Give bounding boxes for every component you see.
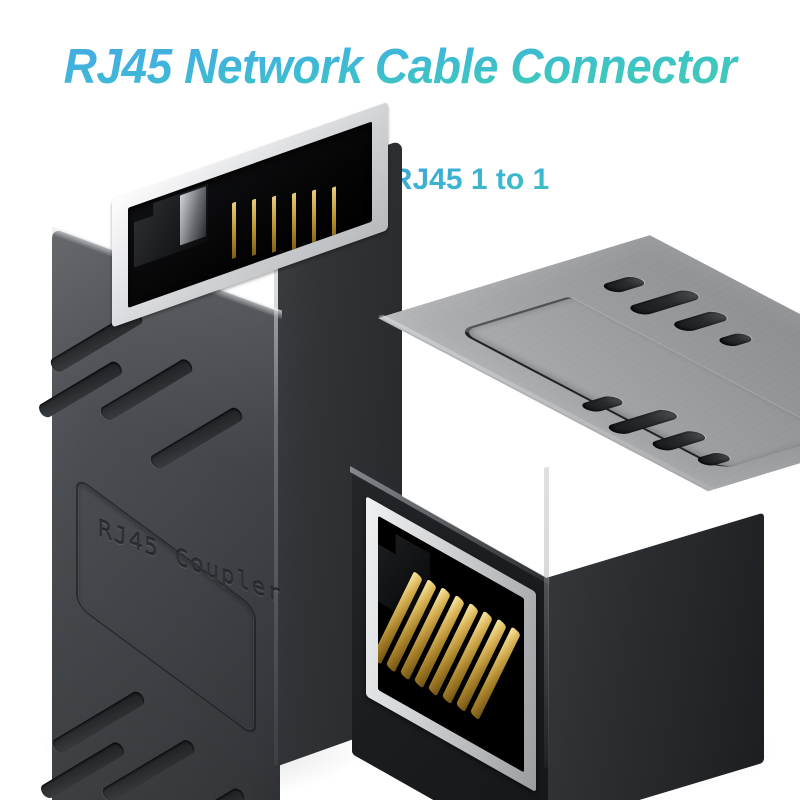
port-keyway-highlight [180,186,206,246]
page-title: RJ45 Network Cable Connector [24,36,776,98]
left-connector: RJ45 Coupler [36,101,402,800]
left-connector-housing [36,139,402,800]
right-connector [350,235,800,800]
right-connector-side-face [546,512,764,800]
port-gold-pins [378,570,524,769]
right-connector-side-seam [544,466,549,768]
page-subtitle: RJ45 1 to 1 [300,160,640,200]
port-gold-pins [232,162,342,263]
right-connector-top-face [378,235,800,492]
